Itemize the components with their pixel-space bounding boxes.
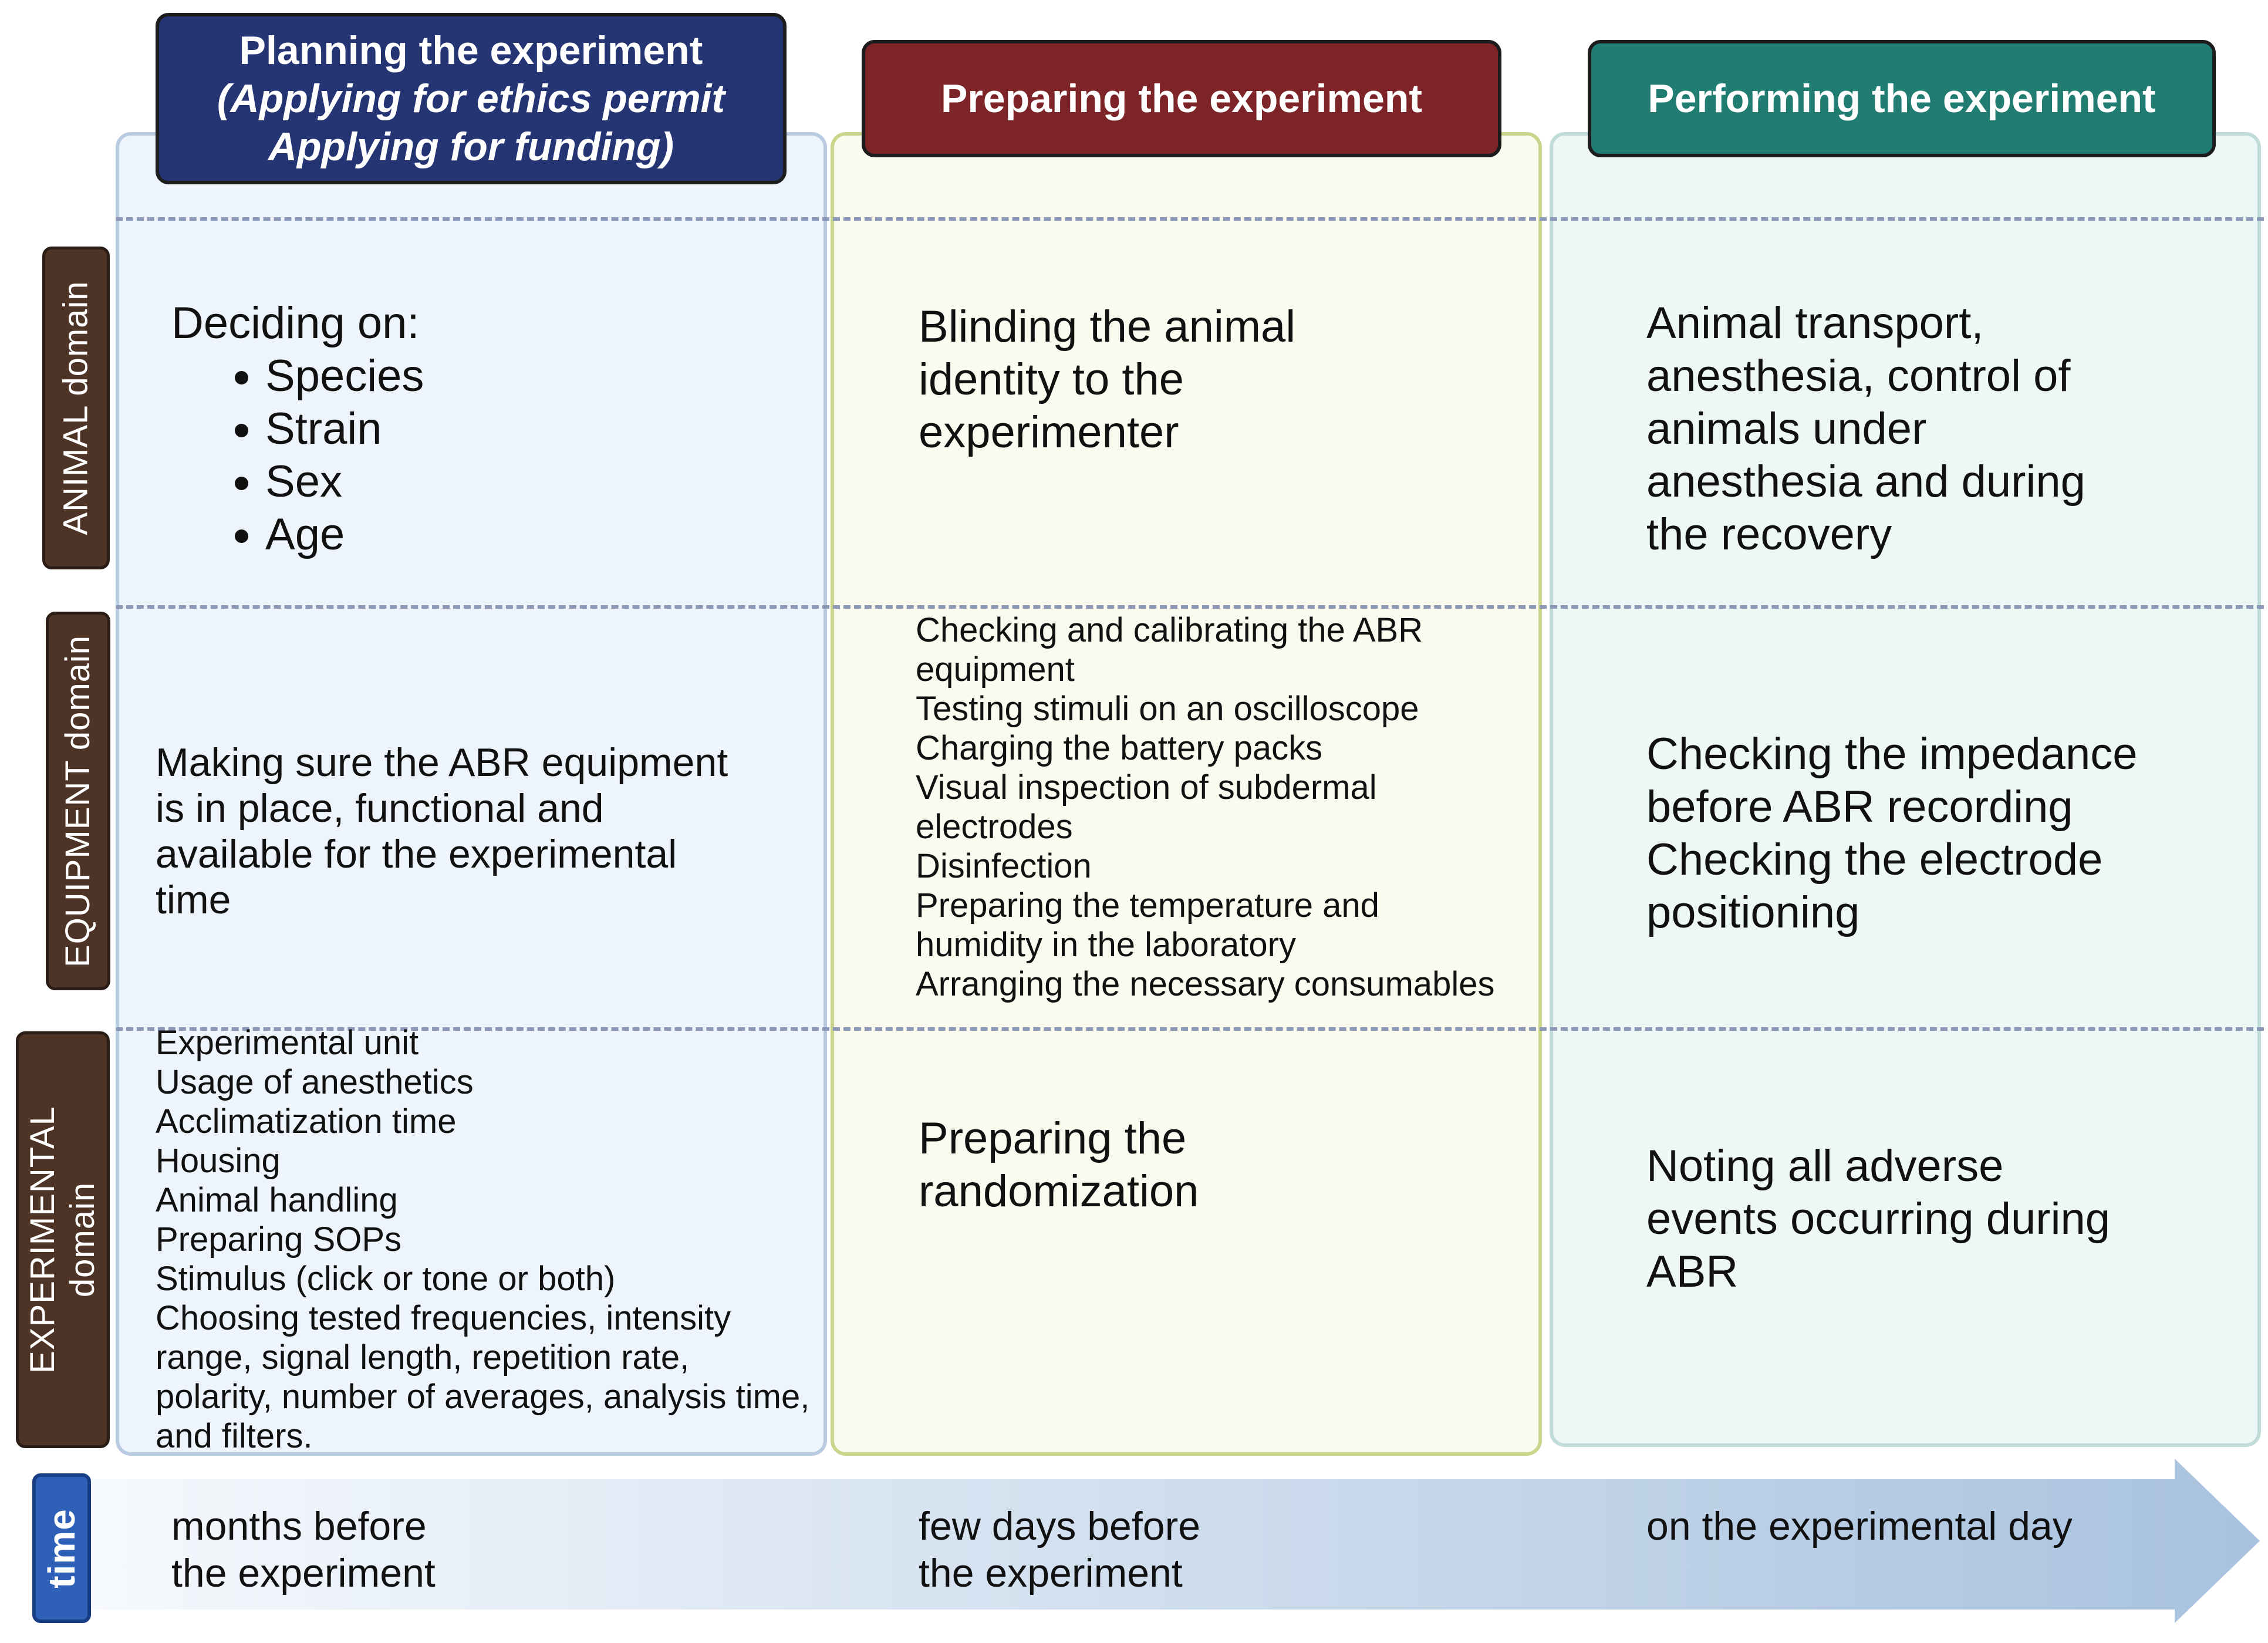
experimental-planning-cell: Experimental unit Usage of anesthetics A… [156,1023,809,1456]
time-performing: on the experimental day [1646,1503,2073,1550]
text-line: Checking the electrode [1646,835,2103,885]
animal-planning-heading: Deciding on: [171,298,420,348]
text-line: Checking and calibrating the ABR [916,611,1423,649]
text-line: humidity in the laboratory [916,926,1296,964]
text-line: positioning [1646,888,1860,937]
separator-equipment-experimental [116,1027,2264,1031]
text-line: on the experimental day [1646,1504,2073,1548]
text-line: Visual inspection of subdermal [916,768,1377,807]
text-line: Stimulus (click or tone or both) [156,1260,616,1298]
list-item: Strain [265,403,424,456]
text-line: Preparing SOPs [156,1220,402,1259]
text-line: Blinding the animal [919,302,1296,352]
text-line: and filters. [156,1417,313,1455]
separator-top [116,217,2264,221]
text-line: available for the experimental [156,832,677,876]
animal-planning-bullets: Species Strain Sex Age [171,350,424,561]
separator-animal-equipment [116,605,2264,609]
performing-column [1550,132,2261,1447]
list-item: Age [265,508,424,561]
text-line: the experiment [171,1551,436,1595]
text-line: Animal transport, [1646,298,1984,348]
time-preparing: few days before the experiment [919,1503,1200,1597]
time-label: time [32,1473,91,1623]
text-line: before ABR recording [1646,782,2073,832]
text-line: Checking the impedance [1646,729,2138,779]
equipment-preparing-cell: Checking and calibrating the ABR equipme… [916,610,1495,1004]
equipment-performing-cell: Checking the impedance before ABR record… [1646,728,2138,939]
text-line: Choosing tested frequencies, intensity [156,1299,731,1337]
text-line: Making sure the ABR equipment [156,740,728,785]
text-line: Preparing the temperature and [916,886,1379,925]
text-line: polarity, number of averages, analysis t… [156,1378,810,1416]
text-line: time [156,878,231,922]
text-line: anesthesia and during [1646,457,2085,507]
text-line: Usage of anesthetics [156,1063,474,1101]
time-planning: months before the experiment [171,1503,436,1597]
planning-header-subtitle-2: Applying for funding) [268,124,674,169]
text-line: is in place, functional and [156,786,604,831]
experimental-domain-label-line-1: EXPERIMENTAL [23,1106,62,1374]
text-line: equipment [916,650,1075,689]
experimental-preparing-cell: Preparing the randomization [919,1112,1199,1218]
text-line: range, signal length, repetition rate, [156,1338,690,1377]
animal-domain-label: ANIMAL domain [42,247,110,569]
text-line: Noting all adverse [1646,1141,2004,1191]
text-line: Animal handling [156,1181,398,1219]
experimental-domain-label-text: EXPERIMENTAL domain [23,1106,103,1374]
text-line: Disinfection [916,847,1092,885]
equipment-domain-label: EQUIPMENT domain [46,612,110,990]
text-line: identity to the [919,355,1184,404]
preparing-header-title: Preparing the experiment [940,76,1423,121]
animal-preparing-cell: Blinding the animal identity to the expe… [919,301,1295,459]
text-line: animals under [1646,404,1927,454]
equipment-domain-label-text: EQUIPMENT domain [59,635,97,967]
performing-header: Performing the experiment [1588,40,2216,157]
list-item: Sex [265,456,424,508]
text-line: the experiment [919,1551,1183,1595]
text-line: the recovery [1646,510,1892,559]
text-line: Arranging the necessary consumables [916,965,1495,1003]
performing-header-title: Performing the experiment [1648,76,2156,121]
text-line: electrodes [916,808,1073,846]
list-item: Species [265,350,424,403]
animal-planning-cell: Deciding on: Species Strain Sex Age [171,297,424,561]
planning-header-title: Planning the experiment [239,28,703,73]
text-line: Housing [156,1142,281,1180]
equipment-planning-cell: Making sure the ABR equipment is in plac… [156,740,728,923]
text-line: anesthesia, control of [1646,351,2071,401]
experimental-performing-cell: Noting all adverse events occurring duri… [1646,1140,2110,1298]
text-line: events occurring during [1646,1194,2110,1244]
text-line: Testing stimuli on an oscilloscope [916,690,1419,728]
text-line: randomization [919,1166,1199,1216]
text-line: few days before [919,1504,1201,1548]
experimental-domain-label-line-2: domain [63,1182,102,1298]
planning-column [116,132,827,1456]
planning-header: Planning the experiment (Applying for et… [156,13,787,184]
text-line: months before [171,1504,427,1548]
planning-header-subtitle-1: (Applying for ethics permit [217,76,725,121]
animal-domain-label-text: ANIMAL domain [56,281,95,535]
text-line: Experimental unit [156,1024,419,1062]
animal-performing-cell: Animal transport, anesthesia, control of… [1646,297,2085,561]
time-label-text: time [41,1508,83,1588]
text-line: Acclimatization time [156,1102,457,1141]
preparing-header: Preparing the experiment [862,40,1501,157]
text-line: experimenter [919,407,1179,457]
text-line: Preparing the [919,1114,1187,1163]
text-line: Charging the battery packs [916,729,1323,767]
text-line: ABR [1646,1247,1739,1297]
preparing-column [831,132,1542,1456]
experimental-domain-label: EXPERIMENTAL domain [16,1031,110,1448]
time-arrow-shape [88,1459,2260,1623]
